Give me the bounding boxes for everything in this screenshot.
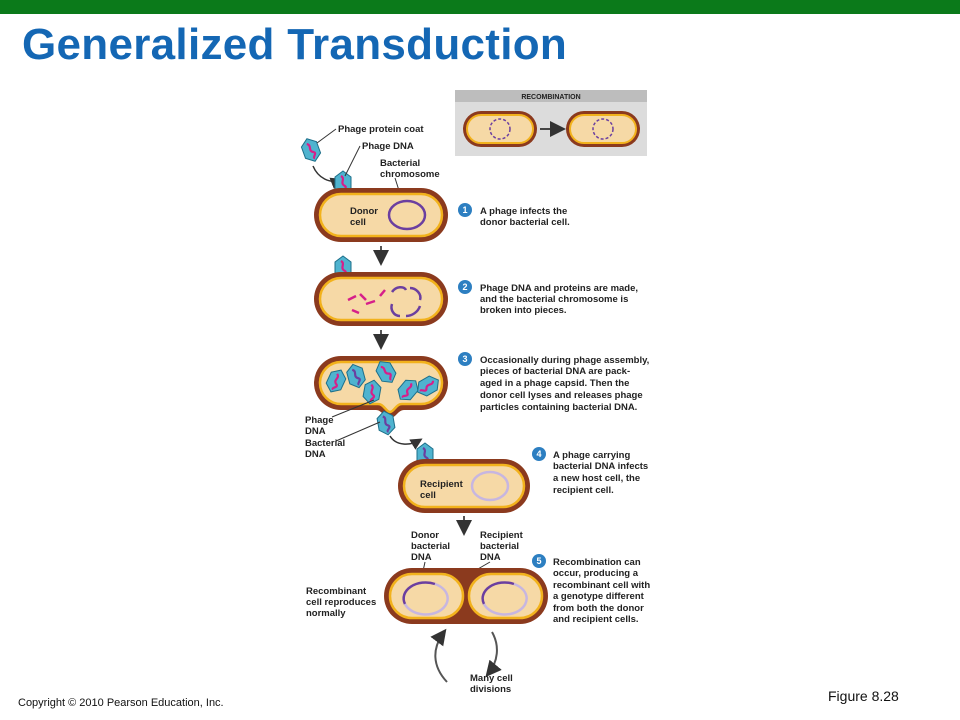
recombinant-chromosome-recipient xyxy=(403,582,449,616)
step-1-illustration: Phage protein coat Phage DNA Bacterial c… xyxy=(298,124,448,242)
label-recipient-cell-1: Recipient xyxy=(420,479,464,490)
step-1-line-2: donor bacterial cell. xyxy=(480,217,570,228)
leader-line xyxy=(331,399,375,418)
leader-line xyxy=(316,128,337,144)
step-3-line-4: donor cell lyses and releases phage xyxy=(480,390,643,401)
step-4-line-2: bacterial DNA infects xyxy=(553,461,648,472)
recombinant-chromosome-recipient xyxy=(482,582,528,616)
step-5-line-6: and recipient cells. xyxy=(553,614,639,625)
label-bacterial-dna-2: DNA xyxy=(305,449,326,460)
step-2-badge xyxy=(458,280,472,294)
label-bacterial-chromosome-2: chromosome xyxy=(380,169,440,180)
inset-cytoplasm-after xyxy=(569,114,637,144)
top-accent-bar xyxy=(0,0,960,14)
recombinant-chromosome-donor xyxy=(402,581,436,605)
step-5-number: 5 xyxy=(536,556,541,566)
donor-cytoplasm xyxy=(318,192,444,238)
step-5-line-2: occur, producing a xyxy=(553,568,639,579)
inset-chromosome-after xyxy=(592,118,614,140)
step-3-illustration: Phage DNA Bacterial DNA xyxy=(305,356,448,460)
label-recipient-bacterial-dna-2: bacterial xyxy=(480,541,519,552)
recombination-inset: RECOMBINATION xyxy=(455,90,647,156)
label-recombinant-2: cell reproduces xyxy=(306,597,376,608)
copyright-notice: Copyright © 2010 Pearson Education, Inc. xyxy=(18,697,224,709)
step-3-number: 3 xyxy=(462,354,467,364)
step-3-caption: 3 Occasionally during phage assembly, pi… xyxy=(458,352,649,413)
inset-cytoplasm-before xyxy=(466,114,534,144)
label-many-cell-divisions-2: divisions xyxy=(470,684,511,695)
step-4-line-3: a new host cell, the xyxy=(553,473,640,484)
leader-line xyxy=(335,421,381,442)
recombination-header: RECOMBINATION xyxy=(521,94,580,101)
step-2-line-1: Phage DNA and proteins are made, xyxy=(480,283,638,294)
daughter-cytoplasm-left xyxy=(388,572,465,620)
label-recipient-bacterial-dna-1: Recipient xyxy=(480,530,524,541)
step-3-badge xyxy=(458,352,472,366)
label-phage-dna-1: Phage xyxy=(305,415,334,426)
step-4-line-1: A phage carrying xyxy=(553,450,630,461)
label-donor-bacterial-dna-1: Donor xyxy=(411,530,439,541)
inset-chromosome-before xyxy=(489,118,511,140)
label-bacterial-dna-1: Bacterial xyxy=(305,438,345,449)
step-2-line-2: and the bacterial chromosome is xyxy=(480,294,628,305)
broken-chromosome xyxy=(390,286,422,318)
slide-title: Generalized Transduction xyxy=(22,20,568,69)
step-3-line-2: pieces of bacterial DNA are pack- xyxy=(480,366,630,377)
step-2-line-3: broken into pieces. xyxy=(480,305,567,316)
label-phage-dna-2: DNA xyxy=(305,426,326,437)
step-5-badge xyxy=(532,554,546,568)
free-phage-icon xyxy=(298,134,324,166)
step-5-illustration: Donor bacterial DNA Recipient bacterial … xyxy=(306,530,548,695)
label-phage-protein-coat: Phage protein coat xyxy=(338,124,424,135)
recombination-header-bar xyxy=(455,90,647,102)
step-3-line-5: particles containing bacterial DNA. xyxy=(480,402,637,413)
label-recombinant-1: Recombinant xyxy=(306,586,367,597)
label-recipient-cell-2: cell xyxy=(420,490,436,501)
recombinant-chromosome-donor xyxy=(481,581,515,605)
step-5-line-4: a genotype different xyxy=(553,591,645,602)
step-1-number: 1 xyxy=(462,205,467,215)
leader-line xyxy=(344,145,361,177)
cycle-arrow-up xyxy=(430,628,448,683)
step-2-number: 2 xyxy=(462,282,467,292)
cycle-arrow-down xyxy=(485,631,502,678)
step-2-caption: 2 Phage DNA and proteins are made, and t… xyxy=(458,280,638,316)
step-4-illustration: Recipient cell xyxy=(398,441,530,513)
step-1-badge xyxy=(458,203,472,217)
daughter-cytoplasm-right xyxy=(467,572,544,620)
label-donor-bacterial-dna-3: DNA xyxy=(411,552,432,563)
step-5-line-1: Recombination can xyxy=(553,557,641,568)
figure-number: Figure 8.28 xyxy=(828,688,899,704)
label-donor-cell-2: cell xyxy=(350,217,366,228)
label-recombinant-3: normally xyxy=(306,608,346,619)
step-5-caption: 5 Recombination can occur, producing a r… xyxy=(532,554,650,625)
step-5-line-3: recombinant cell with xyxy=(553,580,650,591)
label-bacterial-chromosome-1: Bacterial xyxy=(380,158,420,169)
step-3-line-3: aged in a phage capsid. Then the xyxy=(480,378,629,389)
step-1-caption: 1 A phage infects the donor bacterial ce… xyxy=(458,203,570,228)
step-5-line-5: from both the donor xyxy=(553,603,644,614)
transfer-arrow xyxy=(389,435,423,450)
label-many-cell-divisions-1: Many cell xyxy=(470,673,513,684)
recipient-cytoplasm xyxy=(402,463,526,509)
bacterial-chromosome xyxy=(387,199,427,231)
step-4-number: 4 xyxy=(536,449,541,459)
cytoplasm xyxy=(318,276,444,322)
label-recipient-bacterial-dna-3: DNA xyxy=(480,552,501,563)
recipient-chromosome xyxy=(470,470,510,502)
step-1-line-1: A phage infects the xyxy=(480,206,567,217)
label-donor-cell-1: Donor xyxy=(350,206,378,217)
step-2-illustration xyxy=(314,254,448,326)
label-phage-dna: Phage DNA xyxy=(362,141,414,152)
step-4-caption: 4 A phage carrying bacterial DNA infects… xyxy=(532,447,648,496)
phage-dna-fragments xyxy=(347,289,386,315)
step-4-line-4: recipient cell. xyxy=(553,485,614,496)
label-donor-bacterial-dna-2: bacterial xyxy=(411,541,450,552)
step-3-line-1: Occasionally during phage assembly, xyxy=(480,355,649,366)
step-4-badge xyxy=(532,447,546,461)
